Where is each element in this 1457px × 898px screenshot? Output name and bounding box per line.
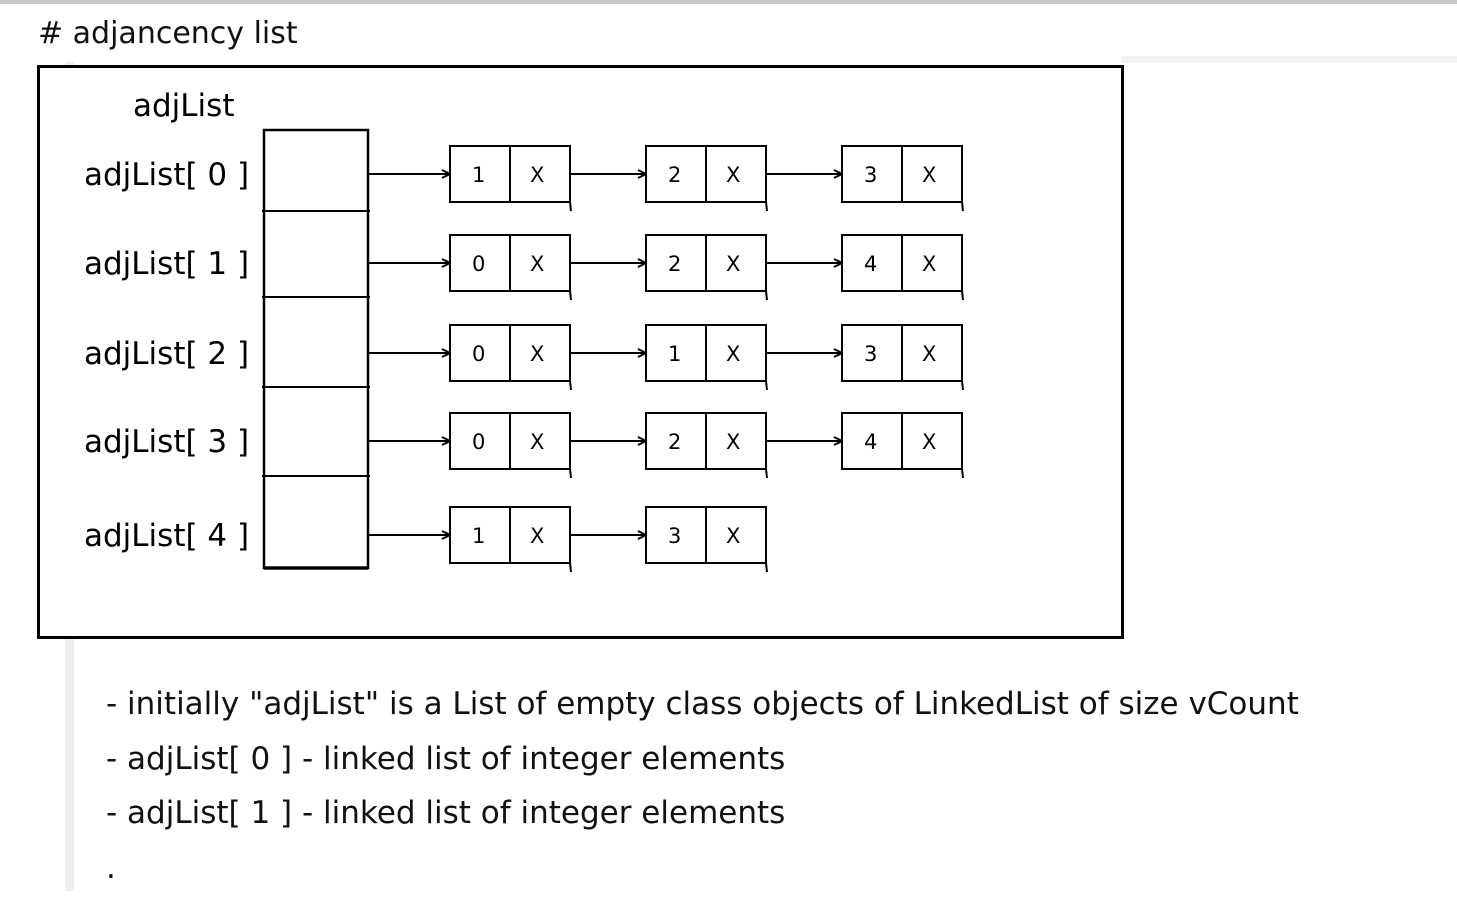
note-line: - adjList[ 1 ] - linked list of integer … bbox=[106, 789, 1299, 844]
node-value: 2 bbox=[668, 430, 681, 454]
null-pointer: X bbox=[530, 524, 544, 548]
row-label: adjList[ 3 ] bbox=[84, 424, 249, 460]
row-label: adjList[ 1 ] bbox=[84, 246, 249, 282]
node-corner-tick bbox=[766, 469, 767, 478]
node-value: 1 bbox=[472, 524, 485, 548]
node-value: 4 bbox=[864, 252, 877, 276]
row-label: adjList[ 4 ] bbox=[84, 518, 249, 554]
node-value: 0 bbox=[472, 342, 485, 366]
array-title: adjList bbox=[133, 88, 234, 124]
node-corner-tick bbox=[570, 381, 571, 390]
node-value: 1 bbox=[668, 342, 681, 366]
null-pointer: X bbox=[530, 430, 544, 454]
null-pointer: X bbox=[530, 163, 544, 187]
node-corner-tick bbox=[570, 202, 571, 211]
null-pointer: X bbox=[726, 163, 740, 187]
null-pointer: X bbox=[922, 252, 936, 276]
node-corner-tick bbox=[962, 202, 963, 211]
notes: - initially "adjList" is a List of empty… bbox=[106, 680, 1299, 898]
node-value: 3 bbox=[864, 163, 877, 187]
null-pointer: X bbox=[726, 430, 740, 454]
node-value: 3 bbox=[668, 524, 681, 548]
node-value: 2 bbox=[668, 252, 681, 276]
null-pointer: X bbox=[530, 252, 544, 276]
node-corner-tick bbox=[962, 469, 963, 478]
node-corner-tick bbox=[766, 202, 767, 211]
null-pointer: X bbox=[922, 163, 936, 187]
node-corner-tick bbox=[962, 381, 963, 390]
node-corner-tick bbox=[570, 563, 571, 572]
node-value: 3 bbox=[864, 342, 877, 366]
null-pointer: X bbox=[726, 342, 740, 366]
note-line: . bbox=[106, 844, 1299, 898]
node-value: 2 bbox=[668, 163, 681, 187]
node-value: 0 bbox=[472, 252, 485, 276]
null-pointer: X bbox=[922, 342, 936, 366]
node-corner-tick bbox=[766, 291, 767, 300]
node-corner-tick bbox=[570, 469, 571, 478]
null-pointer: X bbox=[530, 342, 544, 366]
node-value: 4 bbox=[864, 430, 877, 454]
node-corner-tick bbox=[570, 291, 571, 300]
node-corner-tick bbox=[766, 563, 767, 572]
null-pointer: X bbox=[922, 430, 936, 454]
note-line: - adjList[ 0 ] - linked list of integer … bbox=[106, 735, 1299, 790]
row-label: adjList[ 2 ] bbox=[84, 336, 249, 372]
null-pointer: X bbox=[726, 524, 740, 548]
node-value: 1 bbox=[472, 163, 485, 187]
row-label: adjList[ 0 ] bbox=[84, 157, 249, 193]
node-corner-tick bbox=[766, 381, 767, 390]
node-value: 0 bbox=[472, 430, 485, 454]
array-outline bbox=[264, 130, 368, 568]
null-pointer: X bbox=[726, 252, 740, 276]
note-line: - initially "adjList" is a List of empty… bbox=[106, 680, 1299, 735]
array-column bbox=[262, 130, 370, 568]
node-corner-tick bbox=[962, 291, 963, 300]
